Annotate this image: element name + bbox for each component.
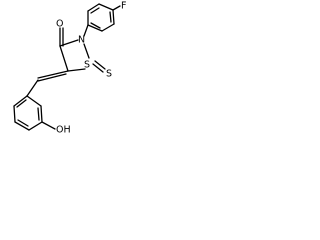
thiazolidinone-ring — [59, 24, 106, 73]
bond — [112, 5, 121, 11]
bond — [112, 9, 115, 25]
exocyclic-double-bond — [37, 70, 69, 82]
carbonyl-oxygen-label: O — [56, 19, 63, 30]
hydroxyl-label: OH — [56, 125, 71, 136]
molecule-structure: F N O S S OH — [13, 1, 126, 136]
bond — [92, 63, 104, 73]
bond — [26, 95, 42, 107]
bond — [37, 70, 69, 79]
bond — [16, 99, 27, 108]
bond — [90, 22, 101, 29]
bond — [37, 107, 40, 121]
bond — [17, 119, 29, 127]
fluorophenyl-ring — [87, 3, 121, 32]
bond — [14, 121, 30, 131]
bond — [98, 3, 114, 11]
fluorine-label: F — [121, 1, 126, 12]
bond — [101, 23, 115, 32]
bond — [41, 121, 56, 130]
thione-sulfur-label: S — [106, 69, 112, 80]
bond — [87, 24, 103, 32]
bond — [87, 3, 100, 12]
hydroxyphenyl-ring — [13, 79, 56, 131]
bond — [37, 73, 67, 82]
nitrogen-label: N — [78, 35, 85, 46]
bond — [40, 105, 43, 123]
bond — [83, 24, 89, 37]
bond — [59, 45, 69, 72]
bond — [13, 105, 16, 123]
bond — [67, 68, 86, 72]
bond — [109, 11, 112, 23]
bond — [94, 60, 106, 70]
bond — [90, 7, 100, 14]
bond — [26, 79, 39, 97]
bond — [83, 43, 90, 59]
bond — [13, 95, 28, 107]
ring-sulfur-label: S — [84, 60, 90, 71]
bond — [28, 121, 43, 131]
